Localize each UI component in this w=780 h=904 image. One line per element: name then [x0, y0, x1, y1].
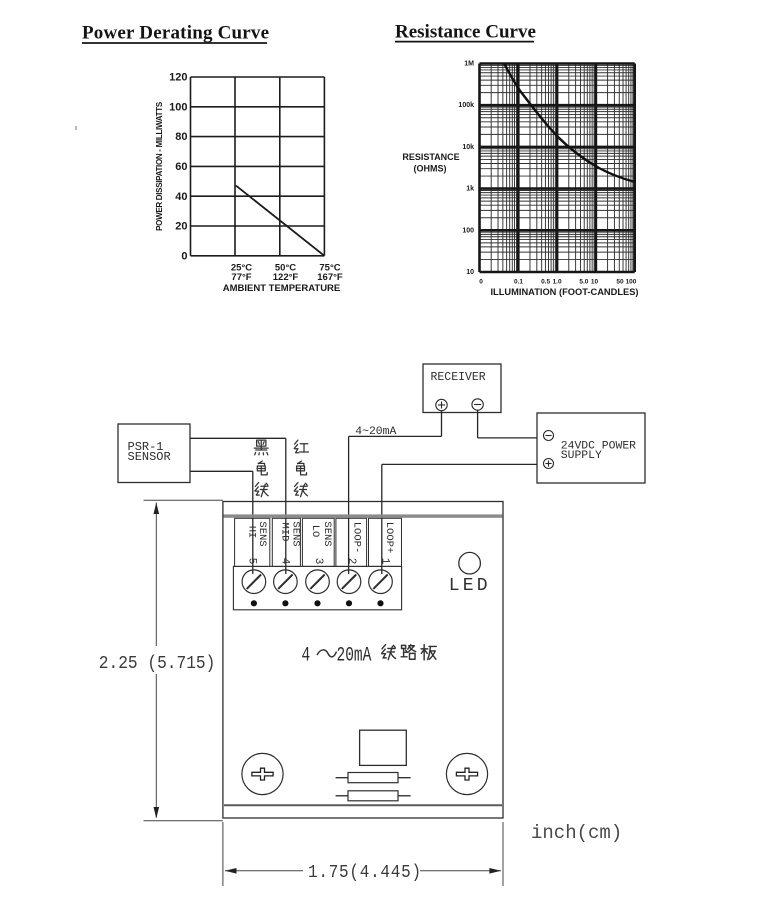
- svg-text:SENS: SENS: [321, 521, 333, 546]
- svg-text:0: 0: [479, 279, 483, 286]
- svg-text:75°C: 75°C: [319, 263, 340, 274]
- svg-text:25°C: 25°C: [231, 263, 252, 274]
- svg-text:(OHMS): (OHMS): [414, 164, 447, 174]
- svg-text:50°C: 50°C: [275, 263, 296, 274]
- svg-text:20mA: 20mA: [337, 644, 372, 667]
- svg-text:LED: LED: [449, 576, 491, 596]
- svg-text:10k: 10k: [462, 144, 474, 151]
- svg-text:100k: 100k: [458, 102, 474, 109]
- svg-text:2.25 (5.715): 2.25 (5.715): [99, 653, 216, 674]
- svg-text:SENS: SENS: [289, 521, 301, 546]
- svg-text:120: 120: [169, 72, 187, 84]
- svg-text:LOOP-: LOOP-: [351, 522, 363, 554]
- svg-text:80: 80: [175, 131, 187, 143]
- svg-text:POWER DISSIPATION - MILLIWATTS: POWER DISSIPATION - MILLIWATTS: [155, 101, 164, 231]
- svg-text:100: 100: [169, 101, 187, 113]
- svg-text:3: 3: [312, 558, 324, 565]
- svg-text:5.0: 5.0: [579, 279, 588, 286]
- svg-text:SENS: SENS: [256, 521, 268, 546]
- svg-text:0.5: 0.5: [541, 279, 550, 286]
- svg-text:RESISTANCE: RESISTANCE: [402, 152, 459, 162]
- svg-text:60: 60: [175, 161, 187, 173]
- svg-text:100: 100: [462, 227, 474, 234]
- svg-text:LO: LO: [309, 525, 321, 538]
- svg-text:40: 40: [175, 191, 187, 203]
- svg-text:inch(cm): inch(cm): [531, 822, 622, 844]
- svg-text:10: 10: [591, 279, 599, 286]
- svg-text:1.75(4.445): 1.75(4.445): [308, 863, 422, 883]
- svg-text:24VDC POWER: 24VDC POWER: [561, 440, 636, 452]
- svg-text:LOOP+: LOOP+: [383, 522, 395, 554]
- svg-text:1k: 1k: [466, 186, 474, 193]
- svg-text:1M: 1M: [464, 61, 474, 68]
- svg-text:AMBIENT TEMPERATURE: AMBIENT TEMPERATURE: [223, 283, 341, 294]
- svg-text:10: 10: [466, 269, 474, 276]
- svg-text:1: 1: [378, 558, 390, 565]
- svg-text:SENSOR: SENSOR: [128, 450, 171, 464]
- svg-text:100: 100: [626, 279, 637, 286]
- svg-text:4: 4: [302, 644, 311, 667]
- svg-text:77°F: 77°F: [231, 272, 251, 283]
- svg-text:20: 20: [175, 221, 187, 233]
- svg-text:RECEIVER: RECEIVER: [431, 371, 486, 384]
- svg-text:4~20mA: 4~20mA: [355, 426, 396, 438]
- svg-text:1.0: 1.0: [553, 279, 562, 286]
- svg-text:0: 0: [181, 250, 187, 262]
- svg-text:50: 50: [616, 279, 624, 286]
- svg-text:ILLUMINATION (FOOT-CANDLES): ILLUMINATION (FOOT-CANDLES): [490, 287, 638, 297]
- svg-text:MID: MID: [279, 523, 291, 542]
- svg-text:Resistance Curve: Resistance Curve: [395, 22, 536, 43]
- svg-text:122°F: 122°F: [273, 272, 299, 283]
- svg-text:167°F: 167°F: [317, 272, 343, 283]
- svg-text:PSR-1: PSR-1: [128, 440, 164, 454]
- svg-text:5: 5: [245, 558, 257, 565]
- svg-text:2: 2: [345, 558, 357, 565]
- svg-text:SUPPLY: SUPPLY: [561, 450, 602, 462]
- svg-text:4: 4: [279, 558, 291, 565]
- svg-text:Power Derating Curve: Power Derating Curve: [82, 23, 269, 44]
- svg-text:0.1: 0.1: [514, 279, 523, 286]
- svg-text:HI: HI: [246, 526, 258, 539]
